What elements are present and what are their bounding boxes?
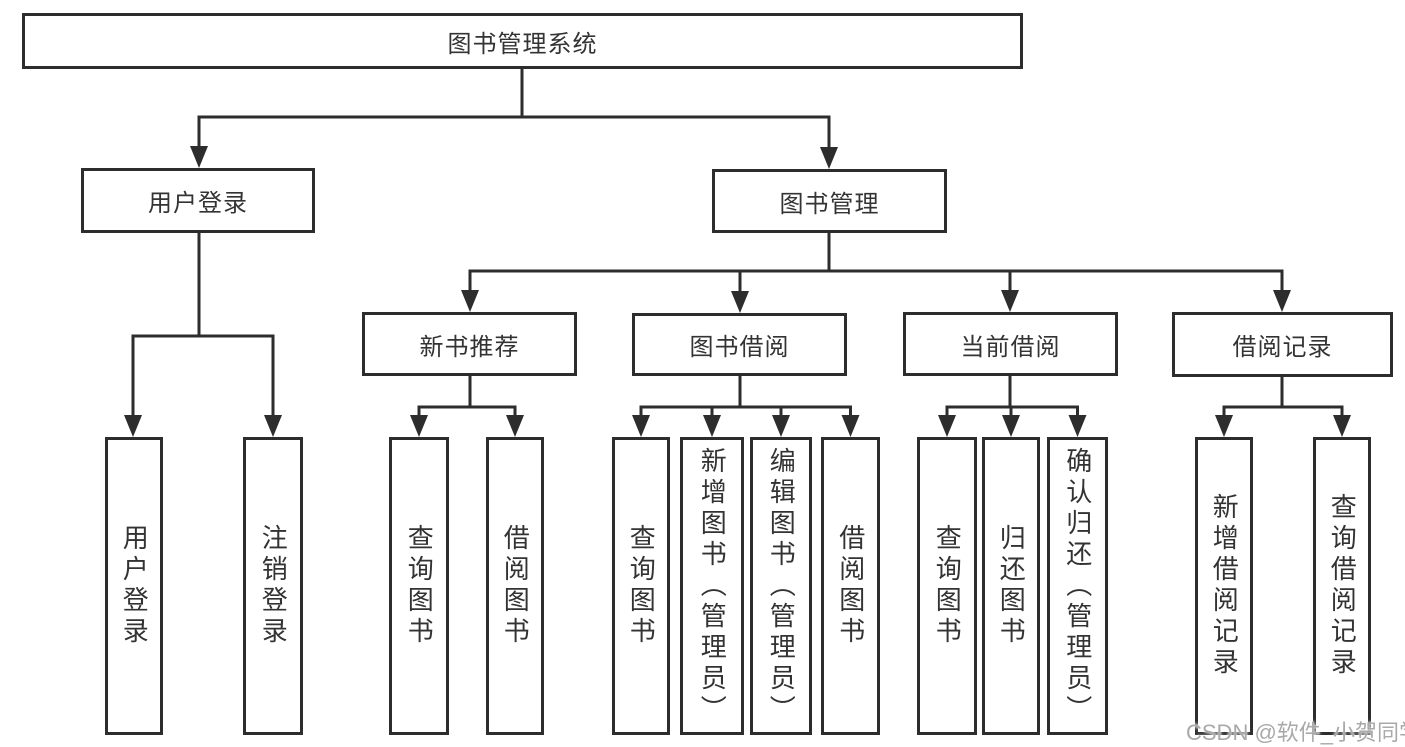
node-user-login: 用户登录 <box>81 168 315 233</box>
leaf-borrowsec-query-books-label: 查询图书 <box>626 524 657 648</box>
leaf-add-borrow-record: 新增借阅记录 <box>1195 437 1253 735</box>
leaf-newbook-borrow-books-label: 借阅图书 <box>500 524 531 648</box>
node-current-borrowing-label: 当前借阅 <box>960 333 1061 361</box>
leaf-edit-books-admin-label: 编辑图书（管理员） <box>766 446 797 726</box>
leaf-return-books-label: 归还图书 <box>996 524 1027 648</box>
csdn-watermark: CSDN @软件_小贺同学 <box>1186 720 1405 745</box>
node-book-management-label: 图书管理 <box>779 190 880 218</box>
leaf-logout: 注销登录 <box>243 437 303 735</box>
node-book-borrowing-label: 图书借阅 <box>689 334 790 361</box>
leaf-user-login-label: 用户登录 <box>119 524 150 648</box>
node-current-borrowing: 当前借阅 <box>903 312 1118 376</box>
leaf-edit-books-admin: 编辑图书（管理员） <box>750 437 812 735</box>
node-borrow-records-label: 借阅记录 <box>1232 334 1333 361</box>
leaf-add-books-admin-label: 新增图书（管理员） <box>697 446 728 726</box>
connector-current-borrow-children <box>938 376 1087 437</box>
node-new-book-recommend-label: 新书推荐 <box>419 333 520 361</box>
connector-new-book-children <box>410 376 524 437</box>
leaf-query-borrow-record: 查询借阅记录 <box>1313 437 1371 735</box>
leaf-newbook-query-books: 查询图书 <box>389 437 449 735</box>
node-book-management: 图书管理 <box>712 169 947 233</box>
node-user-login-label: 用户登录 <box>148 190 248 217</box>
node-new-book-recommend: 新书推荐 <box>362 312 577 376</box>
leaf-confirm-return-admin: 确认归还（管理员） <box>1047 437 1108 735</box>
leaf-logout-label: 注销登录 <box>258 524 289 648</box>
leaf-current-query-books-label: 查询图书 <box>932 524 963 648</box>
leaf-add-borrow-record-label: 新增借阅记录 <box>1209 493 1240 679</box>
leaf-newbook-query-books-label: 查询图书 <box>404 524 435 648</box>
leaf-query-borrow-record-label: 查询借阅记录 <box>1327 493 1358 679</box>
leaf-borrowsec-borrow-books-label: 借阅图书 <box>835 524 866 648</box>
leaf-confirm-return-admin-label: 确认归还（管理员） <box>1062 446 1093 726</box>
leaf-return-books: 归还图书 <box>982 437 1040 735</box>
connector-root-to-level2 <box>190 69 838 169</box>
node-borrow-records: 借阅记录 <box>1172 312 1393 377</box>
leaf-borrowsec-borrow-books: 借阅图书 <box>821 437 880 735</box>
leaf-current-query-books: 查询图书 <box>917 437 977 735</box>
node-library-system-label: 图书管理系统 <box>447 30 598 58</box>
leaf-user-login: 用户登录 <box>105 437 163 735</box>
connector-borrow-records-children <box>1215 377 1351 437</box>
leaf-newbook-borrow-books: 借阅图书 <box>486 437 544 735</box>
node-library-system: 图书管理系统 <box>22 13 1023 69</box>
node-book-borrowing: 图书借阅 <box>632 313 847 376</box>
connector-book-borrow-children <box>632 376 860 437</box>
leaf-add-books-admin: 新增图书（管理员） <box>680 437 744 735</box>
connector-book-mgmt-children <box>461 233 1291 313</box>
connector-user-login-children <box>124 233 282 437</box>
leaf-borrowsec-query-books: 查询图书 <box>612 437 670 735</box>
